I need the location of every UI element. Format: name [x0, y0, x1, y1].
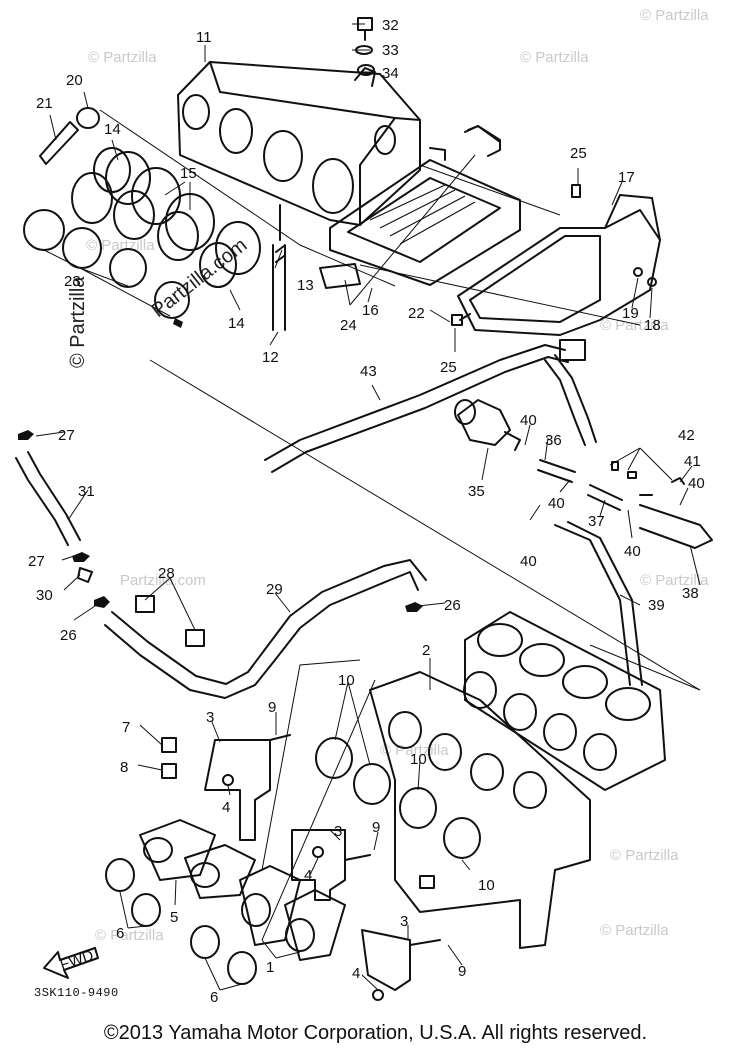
- callout-6: 6: [116, 925, 124, 942]
- callout-19: 19: [622, 305, 639, 322]
- callout-2: 2: [422, 642, 430, 659]
- callout-12: 12: [262, 349, 279, 366]
- watermark: © Partzilla: [610, 847, 679, 864]
- callout-9: 9: [268, 699, 276, 716]
- watermark: © Partzilla: [88, 49, 157, 66]
- callout-9: 9: [458, 963, 466, 980]
- carburetor-assembly: [463, 611, 666, 791]
- callout-3: 3: [400, 913, 408, 930]
- watermark: © Partzilla: [95, 927, 164, 944]
- callout-4: 4: [304, 867, 312, 884]
- drain-plug: [39, 107, 100, 165]
- callout-9: 9: [372, 819, 380, 836]
- callout-42: 42: [678, 427, 695, 444]
- callout-34: 34: [382, 65, 399, 82]
- intake-joints: [71, 147, 261, 288]
- callout-37: 37: [588, 513, 605, 530]
- callout-40: 40: [520, 412, 537, 429]
- callout-38: 38: [682, 585, 699, 602]
- air-duct: [457, 194, 661, 336]
- callout-18: 18: [644, 317, 661, 334]
- fwd-label: FWD: [58, 947, 96, 974]
- callout-32: 32: [382, 17, 399, 34]
- leader-lines: [35, 23, 701, 991]
- callout-27: 27: [58, 427, 75, 444]
- callout-25: 25: [440, 359, 457, 376]
- callout-14: 14: [228, 315, 245, 332]
- drain-hose-12: [272, 204, 286, 331]
- callout-26: 26: [60, 627, 77, 644]
- watermark: Partzilla.com: [120, 572, 206, 589]
- callout-8: 8: [120, 759, 128, 776]
- callout-41: 41: [684, 453, 701, 470]
- callout-21: 21: [36, 95, 53, 112]
- diagram-reference-code: 3SK110-9490: [34, 986, 119, 1000]
- callout-25: 25: [570, 145, 587, 162]
- screw-stack: [355, 17, 375, 76]
- watermark-vertical: © Partzilla: [67, 276, 89, 368]
- callout-22: 22: [408, 305, 425, 322]
- copyright-notice: ©2013 Yamaha Motor Corporation, U.S.A. A…: [103, 1022, 648, 1044]
- watermarks: © Partzilla © Partzilla © Partzilla © Pa…: [67, 7, 709, 944]
- callout-10: 10: [478, 877, 495, 894]
- callout-40: 40: [548, 495, 565, 512]
- callout-20: 20: [66, 72, 83, 89]
- callout-4: 4: [352, 965, 360, 982]
- callout-40: 40: [520, 553, 537, 570]
- hose-29: [104, 559, 427, 699]
- watermark: © Partzilla: [640, 7, 709, 24]
- callout-36: 36: [545, 432, 562, 449]
- watermark: © Partzilla: [86, 237, 155, 254]
- watermark: © Partzilla: [640, 572, 709, 589]
- watermark: © Partzilla: [600, 922, 669, 939]
- hose-43: [264, 339, 597, 473]
- callout-23: 23: [64, 273, 81, 290]
- callout-28: 28: [158, 565, 175, 582]
- air-valve-35: [454, 399, 521, 451]
- callout-15: 15: [180, 165, 197, 182]
- callout-29: 29: [266, 581, 283, 598]
- callout-40: 40: [688, 475, 705, 492]
- callout-39: 39: [648, 597, 665, 614]
- watermark: © Partzilla: [520, 49, 589, 66]
- air-filter-case: [177, 61, 421, 226]
- callout-5: 5: [170, 909, 178, 926]
- callout-10: 10: [338, 672, 355, 689]
- watermark: © Partzilla: [600, 317, 669, 334]
- callout-4: 4: [222, 799, 230, 816]
- callout-11: 11: [196, 29, 212, 46]
- callout-43: 43: [360, 363, 377, 380]
- callout-31: 31: [78, 483, 95, 500]
- callout-3: 3: [206, 709, 214, 726]
- air-filter-element: [319, 125, 521, 289]
- callout-1: 1: [266, 959, 274, 976]
- callout-6: 6: [210, 989, 218, 1006]
- callout-35: 35: [468, 483, 485, 500]
- callout-24: 24: [340, 317, 357, 334]
- callout-3: 3: [334, 823, 342, 840]
- callout-7: 7: [122, 719, 130, 736]
- callout-40: 40: [624, 543, 641, 560]
- callout-16: 16: [362, 302, 379, 319]
- callout-27: 27: [28, 553, 45, 570]
- callout-33: 33: [382, 42, 399, 59]
- callout-17: 17: [618, 169, 635, 186]
- intake-manifolds: [139, 819, 346, 961]
- callout-14: 14: [104, 121, 121, 138]
- small-fasteners: [451, 125, 657, 326]
- forward-arrow: FWD: [43, 947, 99, 979]
- callout-30: 30: [36, 587, 53, 604]
- carburetor-plate: [369, 671, 591, 949]
- air-pipes: [537, 459, 713, 686]
- callout-13: 13: [297, 277, 314, 294]
- callout-numbers: 11 32 33 34 20 21 14 15 25 17 23 13 14 1…: [28, 17, 705, 1006]
- assembly-lines: [99, 109, 701, 941]
- callout-26: 26: [444, 597, 461, 614]
- hose-31: [15, 430, 110, 608]
- callout-10: 10: [410, 751, 427, 768]
